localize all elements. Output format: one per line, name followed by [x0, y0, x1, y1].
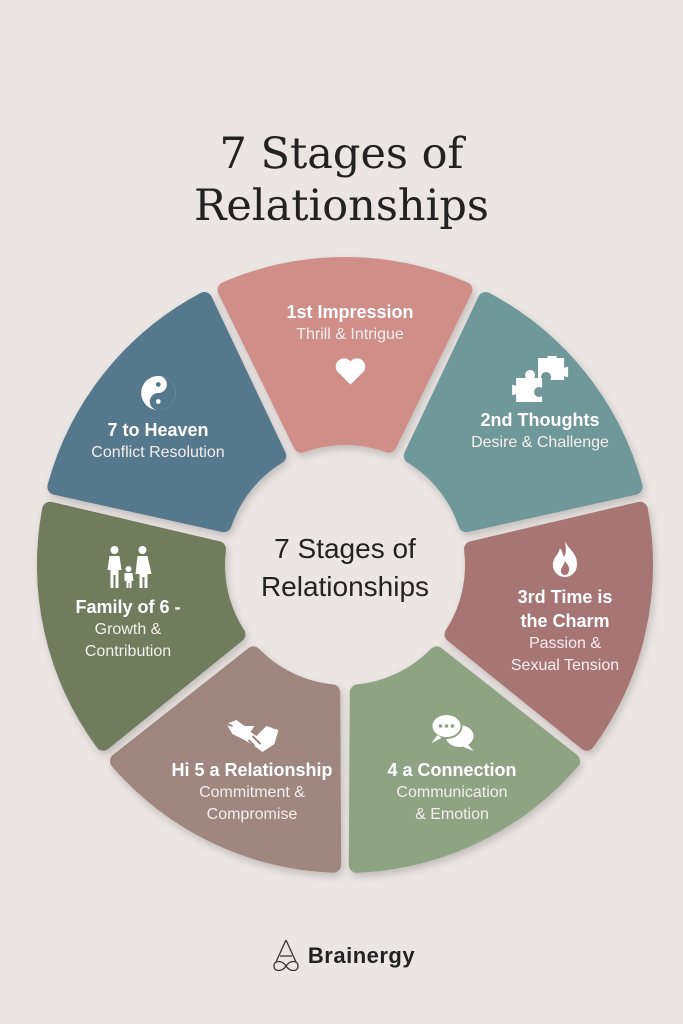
stage-segment-5: [109, 646, 342, 873]
stage-subtitle: Communication: [396, 784, 508, 801]
stage-title: 2nd Thoughts: [480, 410, 600, 430]
stage-subtitle: Contribution: [84, 643, 172, 660]
center-line-2: Relationships: [260, 571, 430, 602]
stage-3: 3rd Time is the Charm Passion & Sexual T…: [510, 541, 620, 677]
stage-segment-4: [348, 646, 581, 873]
page-title: 7 Stages of Relationships: [0, 128, 683, 232]
title-line-2: Relationships: [194, 181, 489, 231]
stage-subtitle: Desire & Challenge: [471, 434, 609, 451]
stage-subtitle: & Emotion: [415, 806, 489, 823]
stage-segment-6: [37, 501, 246, 751]
stage-segment-3: [444, 501, 653, 751]
title-line-1: 7 Stages of: [219, 129, 464, 179]
stage-segment-2: [403, 292, 643, 533]
center-line-1: 7 Stages of: [274, 533, 416, 564]
stage-6: Family of 6 - Growth & Contribution: [75, 545, 181, 663]
stage-title-2: the Charm: [520, 611, 610, 631]
flame-icon: [511, 541, 619, 579]
stage-title: Hi 5 a Relationship: [171, 760, 333, 780]
stage-subtitle: Sexual Tension: [510, 657, 620, 674]
heart-icon: [286, 352, 413, 386]
stage-subtitle: Compromise: [206, 806, 298, 823]
brainergy-logo-icon: [273, 939, 299, 972]
brand-logo: Brainergy: [0, 938, 683, 974]
handshake-icon: [171, 718, 332, 752]
center-label: 7 Stages of Relationships: [195, 530, 495, 606]
stage-7: 7 to Heaven Conflict Resolution: [91, 372, 225, 464]
stage-subtitle: Growth &: [94, 621, 162, 638]
stage-subtitle: Thrill & Intrigue: [296, 326, 404, 343]
stage-segment-7: [47, 292, 287, 533]
stage-title: Family of 6 -: [75, 597, 181, 617]
puzzle-icon: [471, 356, 609, 402]
stage-1: 1st Impression Thrill & Intrigue: [286, 300, 414, 392]
family-icon: [75, 545, 180, 589]
stage-title: 7 to Heaven: [107, 420, 209, 440]
yin-yang-icon: [91, 372, 224, 412]
stage-subtitle: Passion &: [528, 635, 602, 652]
stage-segment-1: [217, 257, 473, 453]
stage-title: 1st Impression: [286, 302, 414, 322]
stage-subtitle: Commitment &: [199, 784, 305, 801]
stage-title: 3rd Time is: [517, 587, 613, 607]
brand-name: Brainergy: [307, 943, 416, 968]
stage-4: 4 a Connection Communication & Emotion: [387, 713, 517, 826]
stage-title: 4 a Connection: [387, 760, 517, 780]
chat-icon: [387, 713, 516, 752]
stage-subtitle: Conflict Resolution: [91, 444, 225, 461]
stage-2: 2nd Thoughts Desire & Challenge: [471, 356, 609, 454]
stage-5: Hi 5 a Relationship Commitment & Comprom…: [171, 718, 333, 826]
